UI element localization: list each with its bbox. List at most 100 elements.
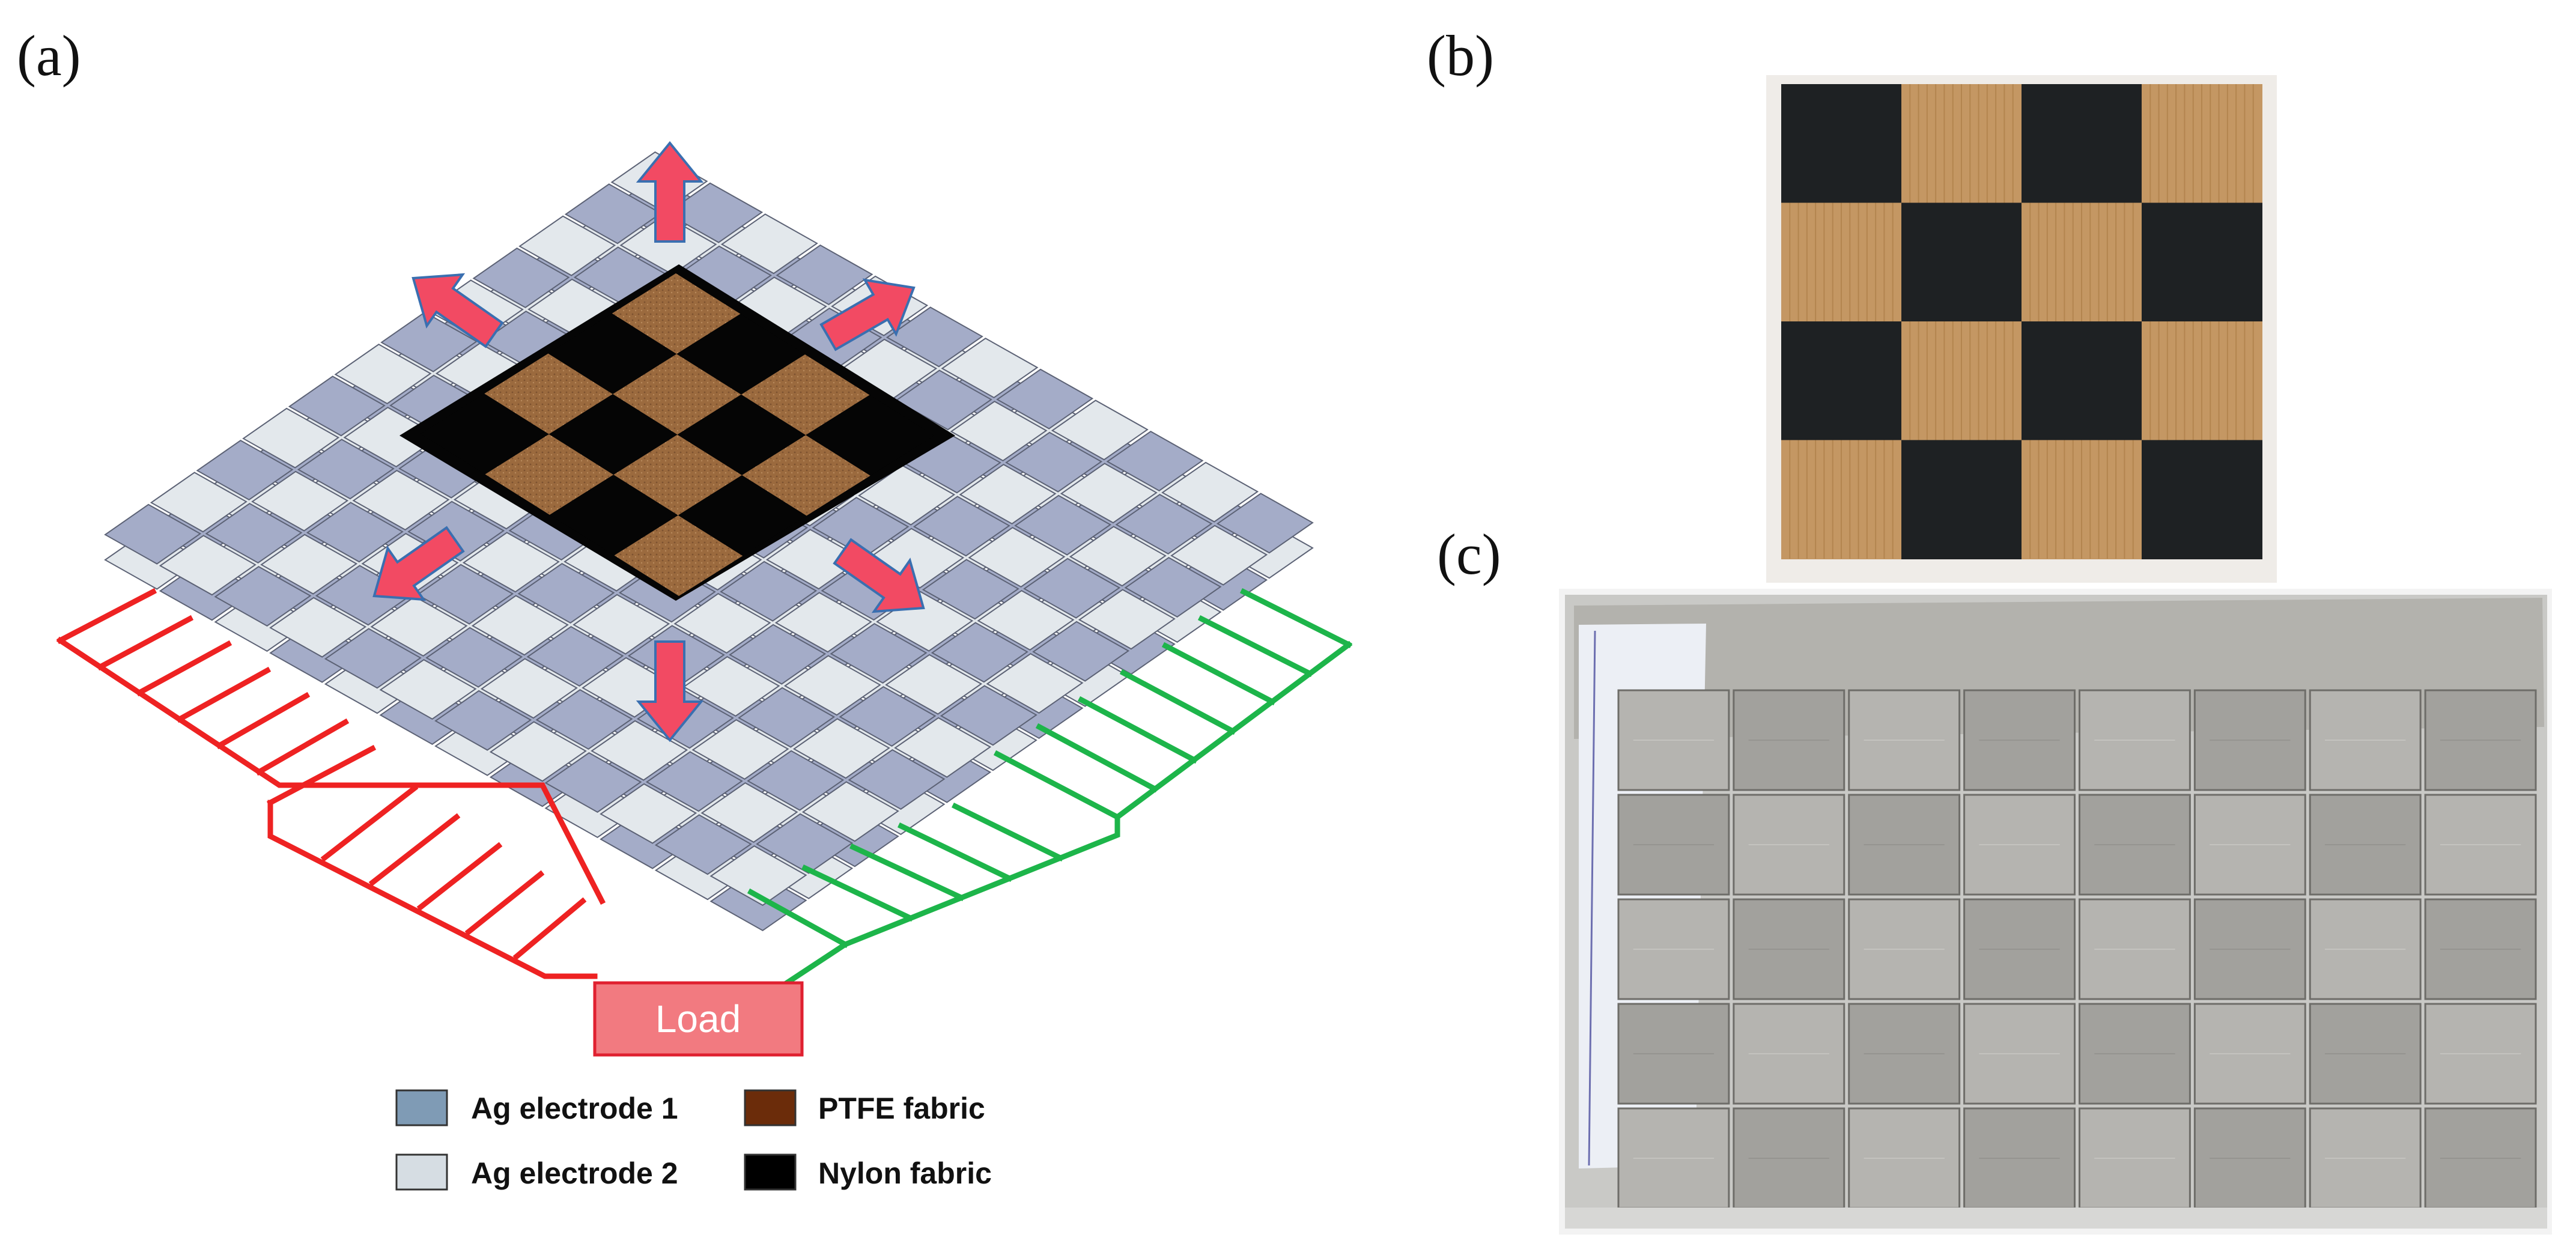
ptfe-square [741,354,870,436]
stretch-arrow-icon [636,640,704,743]
checker-tile [407,500,505,562]
checker-tile [159,535,257,596]
ptfe-nylon-fabric [399,264,955,601]
ruler-line [1588,630,1596,1166]
checker-tile [288,375,386,437]
checker-tile [774,592,872,653]
checker-tile [858,464,956,526]
checker-tile [517,562,615,624]
checker-tile [682,655,780,717]
panel-a-diagram: Load Ag electrode 1 PTFE fabric Ag elect… [56,141,1353,1191]
legend-item-ptfe-fabric: PTFE fabric [744,1089,985,1126]
black-woven-square [2022,321,2142,441]
checker-tile [709,845,807,907]
checker-tile [922,559,1019,620]
legend-item-nylon-fabric: Nylon fabric [744,1153,992,1191]
stretch-arrow-icon [833,538,925,613]
checker-tile [673,592,771,654]
checker-tile [480,658,578,719]
photo-c-bottom-edge [1565,1208,2547,1229]
checker-tile [462,532,560,593]
legend-label: Ag electrode 2 [471,1156,678,1190]
checker-tile [720,213,818,275]
panel-label-c: (c) [1437,522,1501,586]
red-comb-wire [56,588,606,979]
legend-swatch [395,1089,448,1126]
stretch-arrow-icon [412,273,504,348]
nylon-square [806,395,934,476]
checker-tile [848,749,946,810]
panel-c-photo [1559,589,2552,1235]
checker-tile [792,718,890,779]
checker-tile [471,595,569,656]
checker-tile [756,813,854,874]
legend-swatch [744,1153,797,1191]
checker-tile [1023,558,1121,619]
ptfe-square [612,273,741,354]
checker-tile [1161,461,1259,523]
black-woven-square [1781,84,1902,204]
checker-tile [1106,430,1204,492]
checker-tile [996,368,1094,430]
ptfe-square [613,354,741,435]
checker-tile [544,752,642,813]
nylon-square [548,394,678,475]
black-woven-square [2142,202,2262,322]
stretch-arrows [372,141,925,743]
checker-tile [214,565,312,627]
checker-tile [839,685,937,747]
ptfe-square [742,435,870,516]
checker-tile [950,400,1048,462]
checker-tile [783,655,881,716]
checker-tile [425,627,523,688]
checker-tile [941,337,1039,399]
checker-tile [885,654,983,715]
checker-tile [895,369,992,431]
checker-tile [867,527,965,589]
checker-tile [940,685,1037,746]
checker-tile [1014,494,1112,556]
stretch-arrow-icon [819,278,916,351]
nylon-square [548,313,677,394]
checker-tile [564,183,662,245]
checker-tile [573,594,670,655]
checker-tile [518,215,616,276]
checker-tile [1032,621,1130,682]
checker-tile [379,658,477,720]
checker-tile [1078,589,1176,650]
checker-tile [747,750,845,811]
checker-tile [260,533,358,595]
checker-tile [489,721,587,782]
checker-tile [729,624,827,685]
legend-swatch [395,1153,448,1191]
nylon-square [676,314,805,395]
load-box: Load [593,981,804,1057]
checker-tile [269,597,367,658]
checker-tile [526,625,624,687]
checker-tile [801,781,899,842]
panel-b-photo [1766,75,2277,583]
ptfe-square [614,515,743,596]
load-label: Load [655,997,741,1041]
checker-tile [370,595,468,657]
checker-tile [1005,431,1103,493]
green-comb-wire [741,588,1353,1015]
panel-label-a: (a) [17,23,81,88]
legend-item-ag-electrode-1: Ag electrode 1 [395,1089,678,1126]
checker-tile [968,526,1066,588]
legend-label: Ag electrode 1 [471,1092,678,1125]
checker-tile [913,496,1010,557]
checker-tile [242,407,340,469]
legend-label: PTFE fabric [818,1092,985,1125]
checker-tile [251,470,349,532]
checker-tile [306,502,404,563]
checker-tile [1216,493,1314,554]
checker-tile [104,503,202,565]
black-woven-square [1901,440,2022,559]
checker-tile [776,244,873,306]
checker-tile [931,622,1028,683]
checker-tile [1124,556,1222,618]
checker-tile [196,439,294,501]
checker-tile [1060,463,1158,524]
checker-tile [352,469,450,531]
